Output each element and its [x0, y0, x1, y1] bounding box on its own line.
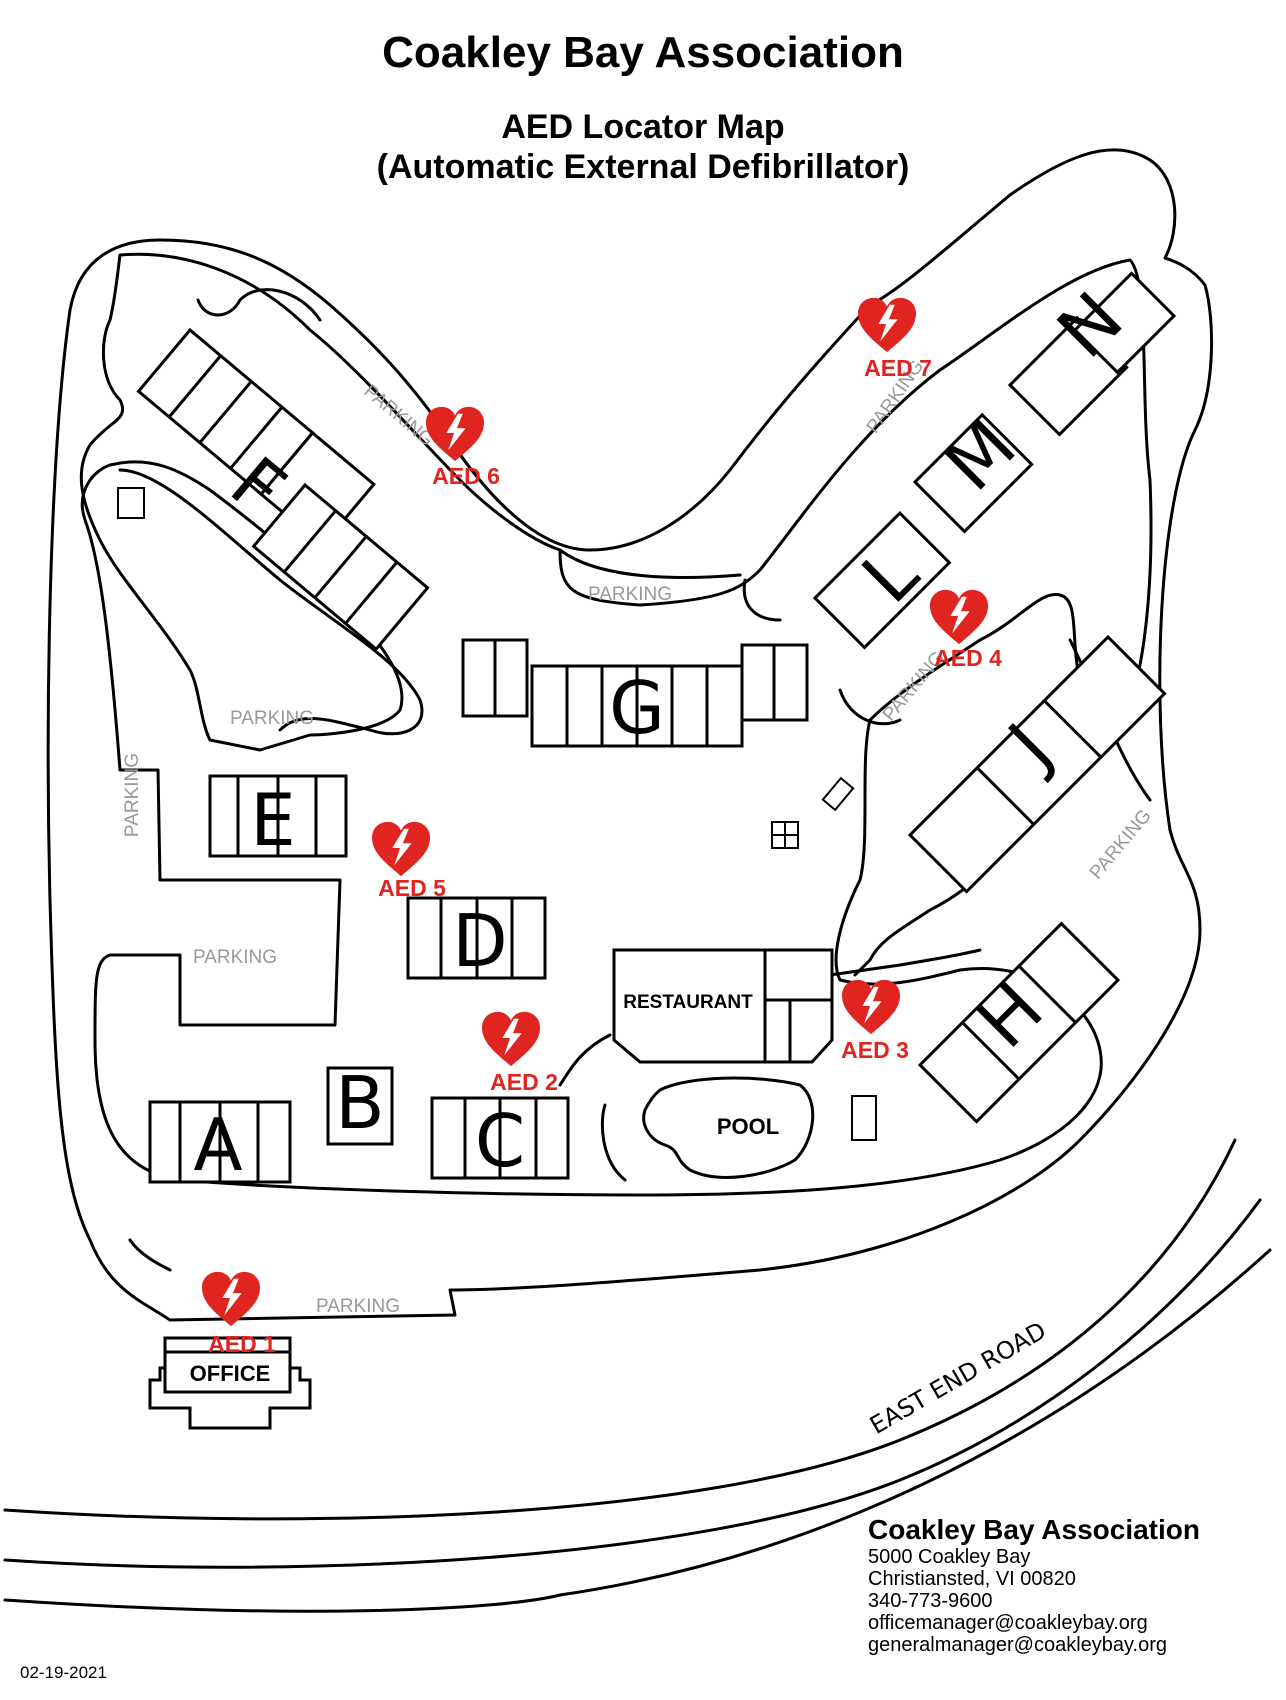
building-g	[461, 638, 809, 748]
footer-email[interactable]: generalmanager@coakleybay.org	[868, 1634, 1167, 1656]
parking-label: PARKING	[122, 753, 143, 837]
small-structure-j	[821, 776, 855, 812]
heart-lightning-icon	[930, 589, 988, 645]
small-structure	[117, 487, 145, 519]
office-label: OFFICE	[190, 1361, 271, 1386]
letter-a: A	[193, 1103, 242, 1187]
contact-block: Coakley Bay Association 5000 Coakley Bay…	[868, 1514, 1200, 1656]
letter-e: E	[250, 778, 296, 862]
heart-lightning-icon	[372, 821, 430, 877]
grid-symbol	[771, 821, 799, 849]
heart-lightning-icon	[482, 1011, 540, 1067]
aed-markers: AED 1 AED 2 AED 3 AED 4 AED 5 AED 6 AED …	[202, 297, 1002, 1357]
building-a	[148, 1100, 292, 1184]
aed-label: AED 4	[934, 645, 1002, 671]
letter-b: B	[335, 1061, 384, 1145]
road-outlines	[46, 148, 1214, 1322]
building-b	[326, 1066, 394, 1146]
letter-c: C	[475, 1099, 525, 1183]
restaurant-building	[612, 948, 834, 1064]
building-j	[907, 634, 1167, 894]
parking-label: PARKING	[1086, 805, 1156, 883]
map-subtitle: AED Locator Map	[501, 108, 785, 146]
east-end-road	[3, 1138, 1272, 1613]
office-building	[148, 1336, 312, 1430]
footer-org-name: Coakley Bay Association	[868, 1514, 1200, 1545]
heart-lightning-icon	[842, 979, 900, 1035]
heart-lightning-icon	[858, 297, 916, 353]
footer-city: Christiansted, VI 00820	[868, 1568, 1076, 1590]
parking-label: PARKING	[360, 381, 438, 451]
facility-labels: RESTAURANT POOL OFFICE	[190, 992, 780, 1386]
aed-label: AED 7	[864, 355, 932, 381]
restaurant-label: RESTAURANT	[623, 992, 753, 1013]
letter-d: D	[452, 899, 507, 983]
parking-label: PARKING	[316, 1296, 400, 1317]
aed-label: AED 5	[378, 875, 446, 901]
letter-g: G	[609, 666, 665, 750]
building-f	[136, 327, 430, 652]
aed-label: AED 2	[490, 1069, 558, 1095]
map-subtitle-detail: (Automatic External Defibrillator)	[376, 148, 910, 186]
pool-label: POOL	[717, 1114, 779, 1139]
building-lmn	[812, 271, 1177, 650]
building-e	[208, 774, 348, 858]
parking-label: PARKING	[230, 708, 314, 729]
aed-label: AED 3	[841, 1037, 909, 1063]
footer-address: 5000 Coakley Bay	[868, 1546, 1031, 1568]
pool-structure	[851, 1095, 877, 1141]
aed-label: AED 1	[208, 1331, 276, 1357]
aed-label: AED 6	[432, 463, 500, 489]
page-title: Coakley Bay Association	[382, 28, 904, 77]
revision-date: 02-19-2021	[20, 1663, 107, 1682]
building-c	[430, 1096, 570, 1180]
parking-label: PARKING	[588, 584, 672, 605]
building-d	[406, 896, 547, 980]
footer-phone: 340-773-9600	[868, 1590, 993, 1612]
parking-label: PARKING	[193, 947, 277, 968]
footer-email[interactable]: officemanager@coakleybay.org	[868, 1612, 1148, 1634]
building-h	[917, 921, 1121, 1124]
